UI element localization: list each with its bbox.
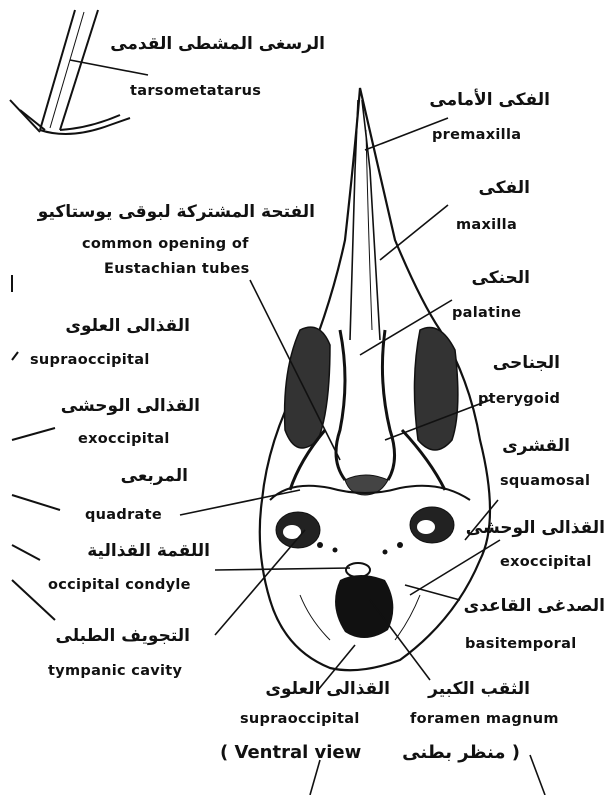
squamosal-ar: القشرى xyxy=(510,438,570,455)
tarsometatarus-ar: الرسغى المشطى القدمى xyxy=(120,36,325,53)
leader-line xyxy=(12,495,60,510)
pterygoid-en: pterygoid xyxy=(478,392,560,407)
supraoccipital-bottom-en: supraoccipital xyxy=(240,712,360,727)
foramen-magnum-ar: الثقب الكبير xyxy=(410,681,530,698)
quadrate-ar: المربعى xyxy=(118,468,188,485)
margin-mark xyxy=(12,352,18,360)
eustachian-ar: الفتحة المشتركة لبوقى يوستاكيو xyxy=(60,204,315,221)
premaxilla-en: premaxilla xyxy=(432,128,521,143)
tarsometatarus-bone xyxy=(10,10,130,134)
eustachian-en-2: Eustachian tubes xyxy=(104,262,250,277)
squamosal-en: squamosal xyxy=(500,474,590,489)
tarsometatarus-en: tarsometatarus xyxy=(130,84,261,99)
premaxilla-ar: الفكى الأمامى xyxy=(410,92,550,109)
foramen-magnum-en: foramen magnum xyxy=(410,712,559,727)
leader-line xyxy=(12,428,55,440)
exoccipital-right-ar: القذالى الوحشى xyxy=(475,520,605,537)
pterygoid-ar: الجناحى xyxy=(490,355,560,372)
basitemporal-en: basitemporal xyxy=(465,637,577,652)
supraoccipital-left-en: supraoccipital xyxy=(30,353,150,368)
palatine-ar: الحنكى xyxy=(470,270,530,287)
caption-ventral-view: ( Ventral view xyxy=(220,744,361,762)
tympanic-cavity-en: tympanic cavity xyxy=(48,664,182,679)
leader-line xyxy=(12,545,40,560)
exoccipital-right-en: exoccipital xyxy=(500,555,592,570)
caption-ventral-view-ar: ( منظر بطنى xyxy=(390,744,520,762)
skull xyxy=(260,88,490,670)
occipital-condyle-en: occipital condyle xyxy=(48,578,191,593)
basitemporal-ar: الصدغى القاعدى xyxy=(455,598,605,615)
tympanic-cavity-ar: التجويف الطبلى xyxy=(40,628,190,645)
exoccipital-left-ar: القذالى الوحشى xyxy=(65,398,200,415)
eustachian-en-1: common opening of xyxy=(82,237,249,252)
supraoccipital-bottom-ar: القذالى العلوى xyxy=(260,681,390,698)
exoccipital-left-en: exoccipital xyxy=(78,432,170,447)
occipital-condyle-ar: اللقمة القذالية xyxy=(60,543,210,560)
quadrate-en: quadrate xyxy=(85,508,162,523)
maxilla-ar: الفكى xyxy=(460,180,530,197)
supraoccipital-left-ar: القذالى العلوى xyxy=(50,318,190,335)
maxilla-en: maxilla xyxy=(456,218,517,233)
palatine-en: palatine xyxy=(452,306,521,321)
